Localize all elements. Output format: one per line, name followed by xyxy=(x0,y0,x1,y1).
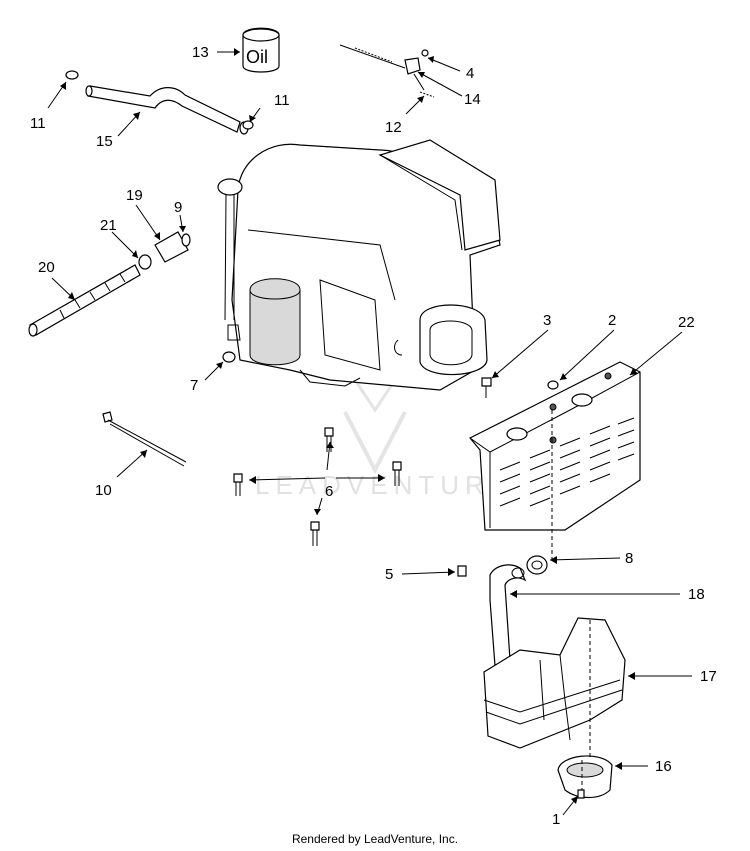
callout-21: 21 xyxy=(100,217,117,234)
bolts-part-2-3 xyxy=(481,377,559,398)
oil-can-label: Oil xyxy=(246,47,268,67)
callout-11-left: 11 xyxy=(30,115,46,132)
oil-can-part-13: Oil xyxy=(242,27,280,73)
callout-7: 7 xyxy=(190,377,198,394)
callout-6: 6 xyxy=(325,483,333,500)
callout-17: 17 xyxy=(700,668,717,685)
nut-part-7 xyxy=(222,351,236,363)
callout-2: 2 xyxy=(608,312,616,329)
callout-9: 9 xyxy=(174,199,182,216)
spark-deflector-part-16 xyxy=(557,755,613,799)
callout-5: 5 xyxy=(385,566,393,583)
leadventure-watermark: LEADVENTURE xyxy=(255,370,513,500)
engine-assembly xyxy=(217,139,501,391)
bolts-part-6 xyxy=(233,427,402,546)
exhaust-pipe-part-18 xyxy=(457,555,548,693)
leader-lines xyxy=(47,48,692,816)
fuel-line-parts xyxy=(28,231,191,337)
callout-1: 1 xyxy=(552,811,560,828)
callout-11-right: 11 xyxy=(274,92,290,109)
breather-hose-part-15 xyxy=(65,70,254,135)
callout-22: 22 xyxy=(678,314,695,331)
callout-3: 3 xyxy=(543,312,551,329)
callout-12: 12 xyxy=(385,119,402,136)
callout-10: 10 xyxy=(95,482,112,499)
callout-14: 14 xyxy=(464,91,481,108)
callout-numbers: 13 11 11 15 4 14 12 19 9 21 20 7 10 6 3 … xyxy=(30,44,717,828)
callout-13: 13 xyxy=(192,44,209,61)
callout-16: 16 xyxy=(655,758,672,775)
callout-4: 4 xyxy=(466,65,474,82)
cable-spring-parts xyxy=(339,44,435,98)
callout-15: 15 xyxy=(96,133,113,150)
watermark-text: LEADVENTURE xyxy=(255,470,513,500)
callout-8: 8 xyxy=(625,550,633,567)
callout-20: 20 xyxy=(38,259,55,276)
footer-credit: Rendered by LeadVenture, Inc. xyxy=(291,832,459,846)
cable-tie-part-10 xyxy=(102,411,187,467)
callout-18: 18 xyxy=(688,586,705,603)
heat-shield-part-22 xyxy=(469,361,641,531)
callout-19: 19 xyxy=(126,187,143,204)
